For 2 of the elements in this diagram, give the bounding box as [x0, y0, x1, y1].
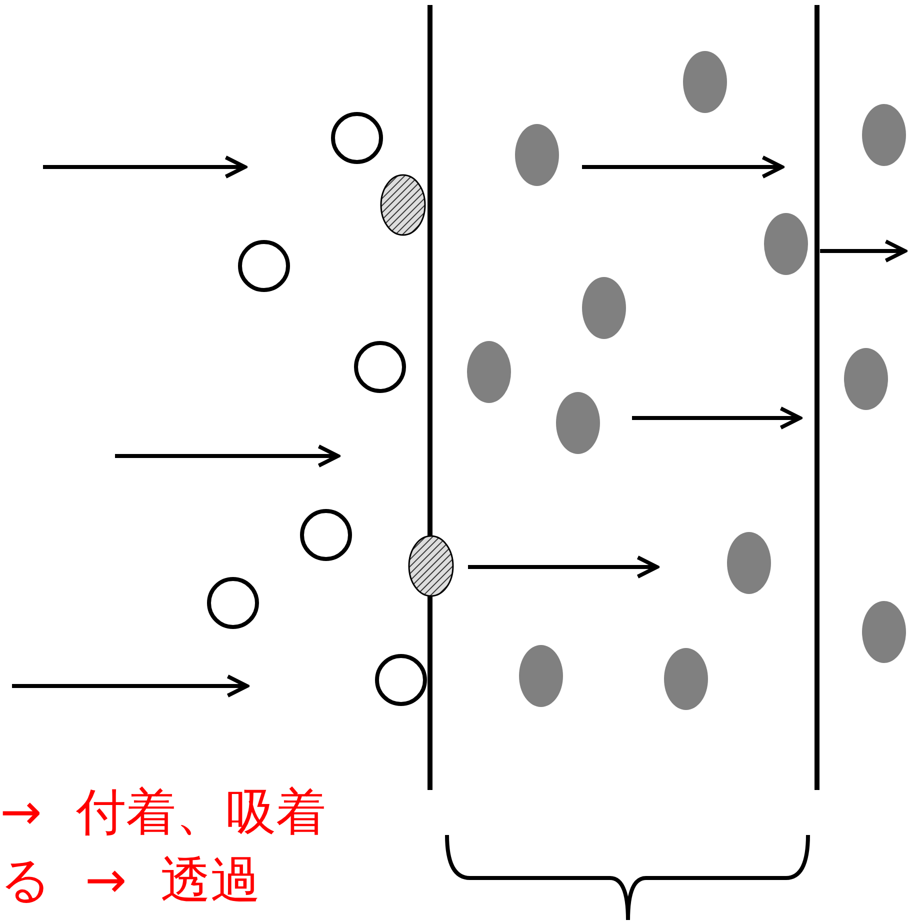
caption-text: → 付着、吸着 [0, 782, 326, 842]
caption-text: る → 透過 [0, 850, 261, 910]
